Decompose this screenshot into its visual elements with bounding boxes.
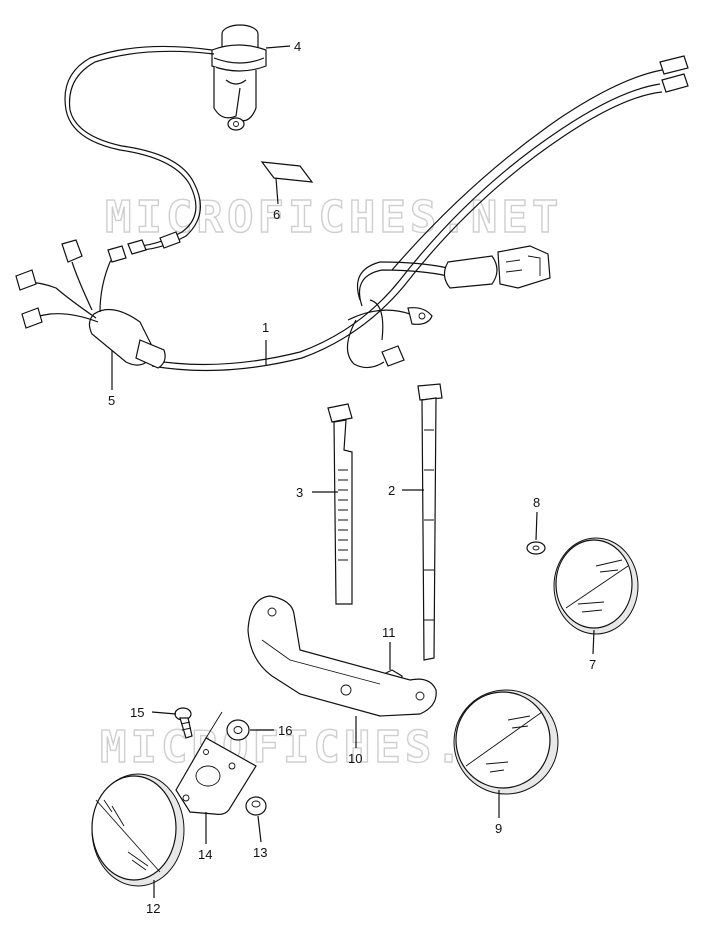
callout-14: 14 — [198, 847, 212, 862]
reflector-right-lower — [453, 689, 559, 795]
callout-1: 1 — [262, 320, 269, 335]
switch-assembly — [211, 24, 267, 131]
callout-8: 8 — [533, 495, 540, 510]
callout-13: 13 — [253, 845, 267, 860]
cable-tie-long — [417, 383, 443, 661]
callout-9: 9 — [495, 821, 502, 836]
label-sticker — [260, 161, 314, 183]
callout-3: 3 — [296, 485, 303, 500]
leader-lines — [111, 45, 595, 898]
main-harness — [149, 55, 689, 372]
grommet — [226, 719, 250, 741]
callout-12: 12 — [146, 901, 160, 916]
callout-15: 15 — [130, 705, 144, 720]
callout-11: 11 — [382, 625, 396, 640]
callout-4: 4 — [294, 39, 301, 54]
switch-cable — [64, 45, 213, 247]
callout-7: 7 — [589, 657, 596, 672]
harness-sleeve — [15, 239, 166, 369]
callout-16: 16 — [278, 723, 292, 738]
spacer — [245, 796, 267, 816]
callout-2: 2 — [388, 483, 395, 498]
callout-5: 5 — [108, 393, 115, 408]
washer — [526, 541, 546, 555]
reflector-right-upper — [553, 537, 639, 635]
reflector-bracket — [175, 711, 257, 815]
reflector-left — [91, 773, 185, 887]
cable-tie-short — [327, 403, 353, 605]
callout-10: 10 — [348, 751, 362, 766]
bracket — [247, 595, 437, 717]
callout-6: 6 — [273, 207, 280, 222]
